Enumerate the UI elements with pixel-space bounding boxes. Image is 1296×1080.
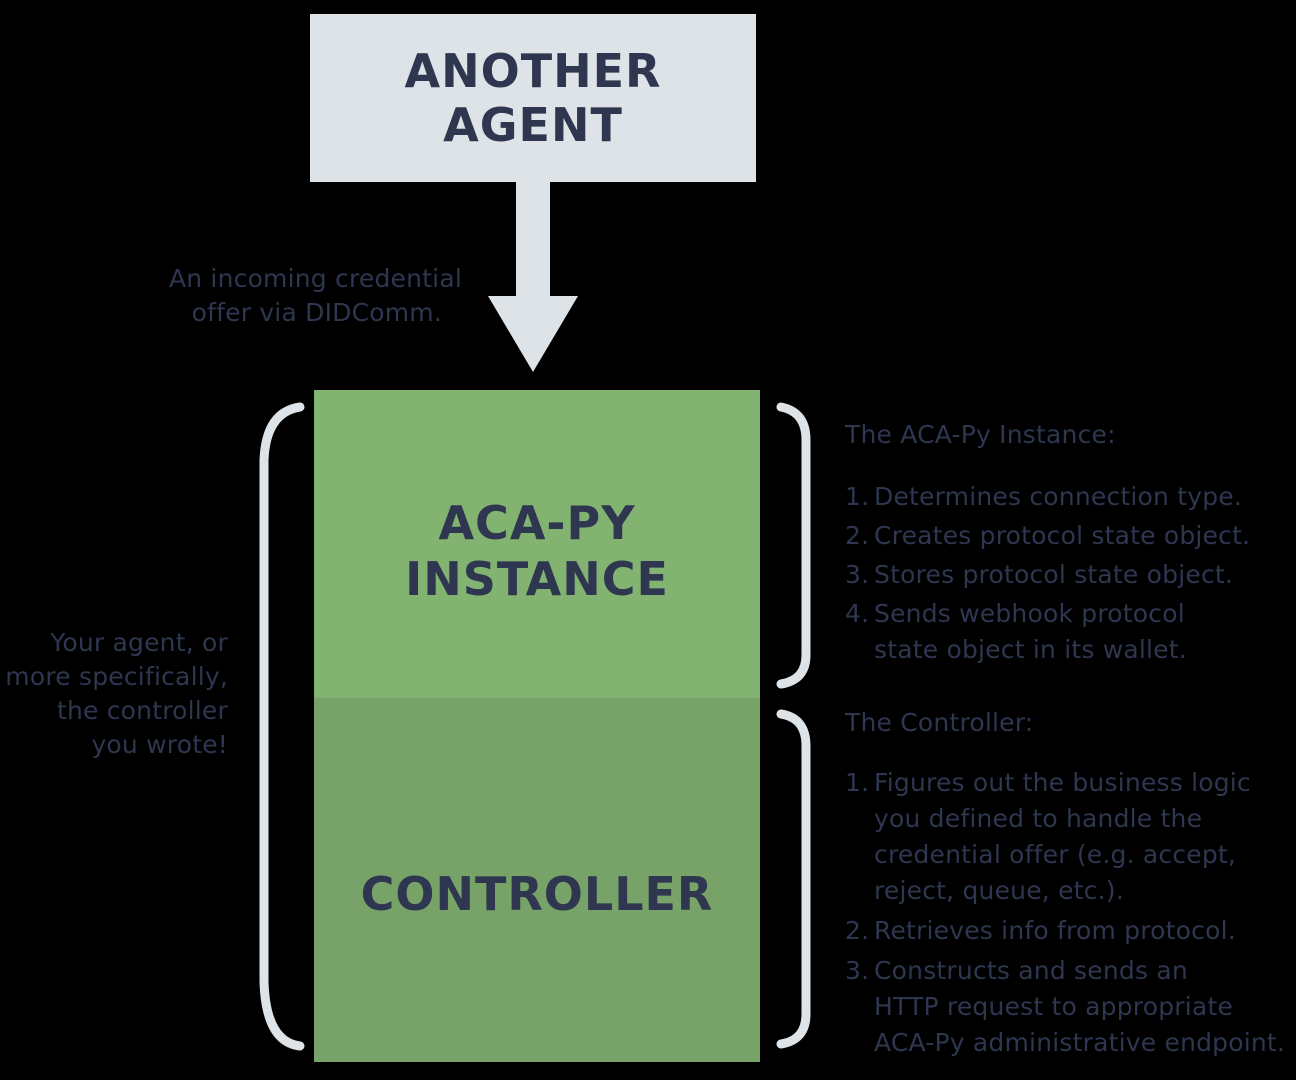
your-agent-line2: more specifically,	[5, 662, 228, 691]
step-number: 2.	[845, 521, 870, 550]
acapy-label-line2: INSTANCE	[405, 552, 669, 606]
incoming-note-line1: An incoming credential	[168, 264, 462, 293]
acapy-instance-box	[314, 390, 760, 698]
step-text: credential offer (e.g. accept,	[874, 840, 1237, 869]
step-text: you defined to handle the	[874, 804, 1203, 833]
left-bracket	[259, 402, 305, 1051]
incoming-note: An incoming credential offer via DIDComm…	[150, 262, 462, 330]
controller-box	[314, 698, 760, 1062]
acapy-label-line1: ACA-PY	[438, 496, 636, 550]
step-text: Determines connection type.	[874, 482, 1243, 511]
step-number: 2.	[845, 916, 870, 945]
step-text: Figures out the business logic	[874, 768, 1251, 797]
step-number: 1.	[845, 768, 870, 797]
step-text: HTTP request to appropriate	[874, 992, 1234, 1021]
another-agent-label: ANOTHER AGENT	[310, 44, 756, 152]
step-text: Retrieves info from protocol.	[874, 916, 1236, 945]
controller-label: CONTROLLER	[314, 866, 760, 922]
controller-notes-heading: The Controller:	[845, 708, 1034, 737]
your-agent-note: Your agent, or more specifically, the co…	[0, 626, 228, 762]
acapy-notes-heading: The ACA-Py Instance:	[845, 420, 1116, 449]
controller-bracket	[776, 709, 811, 1049]
acapy-instance-label: ACA-PY INSTANCE	[314, 495, 760, 607]
step-text: Sends webhook protocol	[874, 599, 1185, 628]
step-text: ACA-Py administrative endpoint.	[874, 1028, 1286, 1057]
your-agent-line1: Your agent, or	[50, 628, 228, 657]
step-number: 1.	[845, 482, 870, 511]
down-arrow	[488, 182, 578, 372]
step-number: 4.	[845, 599, 870, 628]
your-agent-line3: the controller	[56, 696, 228, 725]
step-number: 3.	[845, 956, 870, 985]
step-text: reject, queue, etc.).	[874, 876, 1124, 905]
acapy-bracket	[776, 402, 811, 689]
step-text: state object in its wallet.	[874, 635, 1187, 664]
another-agent-box	[310, 14, 756, 182]
step-number: 3.	[845, 560, 870, 589]
your-agent-line4: you wrote!	[91, 730, 228, 759]
another-agent-line1: ANOTHER	[404, 44, 662, 98]
step-text: Constructs and sends an	[874, 956, 1188, 985]
controller-label-text: CONTROLLER	[360, 867, 714, 921]
step-text: Creates protocol state object.	[874, 521, 1251, 550]
incoming-note-line2: offer via DIDComm.	[191, 298, 442, 327]
another-agent-line2: AGENT	[443, 98, 623, 152]
step-text: Stores protocol state object.	[874, 560, 1234, 589]
